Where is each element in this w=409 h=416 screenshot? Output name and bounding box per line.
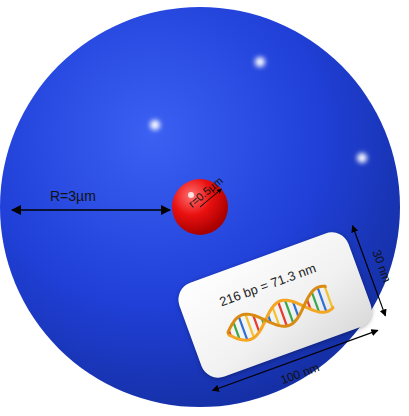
base-pair [317, 287, 326, 311]
dna-strand [222, 284, 334, 346]
base-pair [239, 316, 248, 340]
capsule-label: 216 bp = 71.3 nm [217, 260, 318, 309]
radius-arrow [12, 209, 170, 211]
nucleus-sphere: r=0.5µm [172, 179, 228, 235]
base-pair [324, 286, 332, 308]
dna-strand [222, 284, 334, 346]
highlight [357, 153, 367, 163]
node-slot: R=3µmr=0.5µm216 bp = 71.3 nm30 nm100 nm [0, 7, 400, 407]
highlight [150, 120, 160, 130]
base-pair [245, 314, 254, 338]
highlight [255, 57, 265, 67]
node-slot: r=0.5µm [172, 179, 228, 235]
dimension-label: R=3µm [50, 188, 96, 204]
base-pair [285, 300, 293, 323]
base-pair [278, 301, 287, 325]
cell-outline [0, 7, 400, 407]
cell-sphere: R=3µmr=0.5µm216 bp = 71.3 nm30 nm100 nm [0, 7, 400, 407]
